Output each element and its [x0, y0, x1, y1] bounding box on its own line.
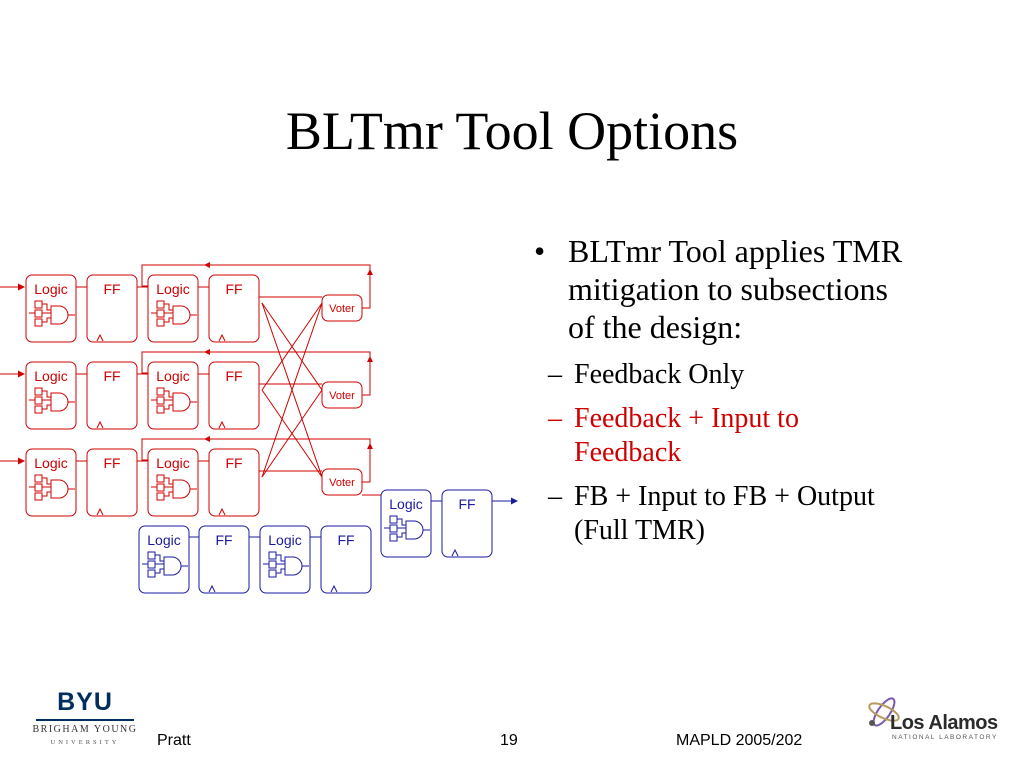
- ff-block: [320, 525, 372, 594]
- ff-block: [198, 525, 250, 594]
- byu-logo-rule: [36, 719, 134, 721]
- ff-block: [86, 361, 138, 430]
- sub-bullet-text: Feedback Only: [574, 359, 745, 390]
- footer-page-number: 19: [500, 732, 518, 749]
- clock-icon: [218, 420, 226, 429]
- feedback-arrow-icon: [367, 356, 373, 362]
- ff-label: FF: [103, 368, 120, 384]
- logic-label: Logic: [34, 281, 67, 297]
- ff-block: [86, 448, 138, 517]
- ff-label: FF: [103, 455, 120, 471]
- clock-icon: [96, 420, 104, 429]
- ff-block: [441, 489, 493, 558]
- dash-icon: –: [548, 481, 562, 512]
- logic-label: Logic: [156, 455, 189, 471]
- clock-icon: [451, 548, 459, 557]
- feedback-wire: [141, 438, 371, 483]
- logic-label: Logic: [34, 455, 67, 471]
- byu-logo-name: BRIGHAM YOUNG: [32, 724, 138, 735]
- sub-bullet-full-tmr: – FB + Input to FB + Output (Full TMR): [530, 480, 910, 548]
- gates-icon: [28, 387, 76, 414]
- byu-logo: BYU BRIGHAM YOUNG UNIVERSITY: [30, 688, 140, 746]
- los-alamos-name: Los Alamos: [890, 712, 998, 734]
- sub-bullet-feedback-only: – Feedback Only: [530, 358, 910, 392]
- logic-block: [138, 525, 190, 594]
- feedback-arrow-icon: [204, 349, 210, 355]
- slide-title: BLTmr Tool Options: [285, 101, 739, 161]
- logic-block: [25, 448, 77, 517]
- los-alamos-logo: Los Alamos NATIONAL LABORATORY: [862, 690, 1002, 742]
- feedback-arrow-icon: [367, 443, 373, 449]
- clock-icon: [96, 507, 104, 516]
- ff-label: FF: [225, 455, 242, 471]
- logic-label: Logic: [156, 281, 189, 297]
- ff-label: FF: [337, 532, 354, 548]
- los-alamos-atom-icon: [868, 697, 900, 727]
- logic-label: Logic: [389, 496, 422, 512]
- logic-block: [147, 274, 199, 343]
- ff-block: [208, 361, 260, 430]
- feedback-wire: [141, 264, 371, 309]
- bullet-list: • BLTmr Tool applies TMR mitigation to s…: [530, 232, 910, 558]
- ff-label: FF: [215, 532, 232, 548]
- gates-icon: [150, 300, 198, 327]
- voter-label: Voter: [329, 303, 355, 315]
- byu-logo-university: UNIVERSITY: [50, 739, 120, 746]
- ff-label: FF: [225, 281, 242, 297]
- clock-icon: [330, 584, 338, 593]
- byu-logo-mark: BYU: [57, 688, 113, 716]
- ff-block: [208, 274, 260, 343]
- ff-label: FF: [103, 281, 120, 297]
- logic-label: Logic: [147, 532, 180, 548]
- cross-wire: [261, 389, 323, 478]
- gates-icon: [383, 515, 431, 542]
- logic-block: [147, 448, 199, 517]
- dash-icon: –: [548, 403, 562, 434]
- gates-icon: [141, 551, 189, 578]
- logic-block: [147, 361, 199, 430]
- cross-wire: [261, 302, 323, 478]
- cross-wire: [261, 302, 323, 391]
- gates-icon: [150, 474, 198, 501]
- clock-icon: [96, 333, 104, 342]
- ff-block: [208, 448, 260, 517]
- logic-block: [25, 274, 77, 343]
- sub-bullet-list: – Feedback Only – Feedback + Input to Fe…: [530, 358, 910, 548]
- sub-bullet-text: Feedback + Input to Feedback: [574, 403, 799, 468]
- clock-icon: [218, 507, 226, 516]
- bullet-main-text: BLTmr Tool applies TMR mitigation to sub…: [568, 233, 903, 345]
- logic-label: Logic: [156, 368, 189, 384]
- bullet-main: • BLTmr Tool applies TMR mitigation to s…: [530, 232, 910, 346]
- feedback-arrow-icon: [204, 262, 210, 268]
- los-alamos-sub: NATIONAL LABORATORY: [892, 734, 998, 741]
- clock-icon: [208, 584, 216, 593]
- logic-block: [380, 489, 432, 558]
- gates-icon: [28, 300, 76, 327]
- feedback-arrow-icon: [204, 436, 210, 442]
- logic-label: Logic: [268, 532, 301, 548]
- gates-icon: [150, 387, 198, 414]
- voter-label: Voter: [329, 477, 355, 489]
- gates-icon: [262, 551, 310, 578]
- gates-icon: [28, 474, 76, 501]
- ff-block: [86, 274, 138, 343]
- clock-icon: [218, 333, 226, 342]
- voter-label: Voter: [329, 390, 355, 402]
- bullet-dot-icon: •: [534, 233, 546, 269]
- logic-block: [25, 361, 77, 430]
- logic-label: Logic: [34, 368, 67, 384]
- footer-conference: MAPLD 2005/202: [676, 732, 803, 749]
- ff-label: FF: [225, 368, 242, 384]
- feedback-wire: [141, 351, 371, 396]
- sub-bullet-feedback-input: – Feedback + Input to Feedback: [530, 402, 910, 470]
- logic-block: [259, 525, 311, 594]
- feedback-arrow-icon: [367, 269, 373, 275]
- dash-icon: –: [548, 359, 562, 390]
- ff-label: FF: [458, 496, 475, 512]
- footer-author: Pratt: [157, 732, 191, 749]
- sub-bullet-text: FB + Input to FB + Output (Full TMR): [574, 481, 875, 546]
